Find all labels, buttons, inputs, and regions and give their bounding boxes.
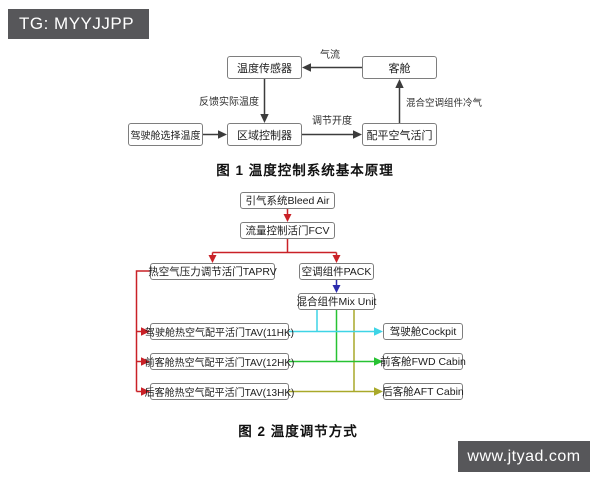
fig2-arrow-into-pack — [332, 255, 341, 263]
fig1-label-adjust-opening: 调节开度 — [312, 116, 352, 127]
fig2-arrow-into-aft-cabin — [374, 387, 383, 396]
fig2-arrow-into-tav13 — [141, 387, 150, 396]
fig2-line-cyan-cockpit — [289, 309, 379, 333]
fig2-arrow-into-fwd-cabin — [374, 357, 383, 366]
fig2-box-aft-cabin: 后客舱AFT Cabin — [382, 383, 464, 400]
fig2-arrow-into-taprv — [208, 255, 217, 263]
fig2-box-tav-11hk: 驾驶舱热空气配平活门TAV(11HK) — [145, 323, 294, 340]
fig2-box-pack: 空调组件PACK — [299, 263, 374, 280]
fig1-caption: 图 1 温度控制系统基本原理 — [216, 163, 394, 178]
fig1-label-mixed-pack-cold-air: 混合空调组件冷气 — [406, 98, 483, 109]
fig1-box-cabin: 客舱 — [362, 56, 437, 79]
fig1-box-trim-air-valve: 配平空气活门 — [362, 123, 437, 146]
watermark-website: www.jtyad.com — [458, 441, 590, 472]
fig2-box-fcv: 流量控制活门FCV — [240, 222, 335, 239]
fig2-line-green-fwd — [289, 309, 379, 363]
watermark-telegram: TG: MYYJJPP — [8, 9, 149, 39]
fig2-box-fwd-cabin: 前客舱FWD Cabin — [380, 353, 466, 370]
fig1-box-zone-controller: 区域控制器 — [227, 123, 302, 146]
fig1-arrow-into-sensor — [302, 63, 311, 72]
fig1-arrow-into-cabin — [395, 79, 404, 88]
fig2-arrow-into-fcv — [283, 214, 292, 222]
fig2-box-taprv: 热空气压力调节活门TAPRV — [148, 263, 277, 280]
fig2-box-tav-13hk: 后客舱热空气配平活门TAV(13HK) — [145, 383, 294, 400]
fig1-box-cockpit-select-temp: 驾驶舱选择温度 — [128, 123, 203, 146]
fig1-label-feedback-actual-temp: 反馈实际温度 — [199, 97, 259, 108]
fig2-arrow-into-cockpit — [374, 327, 383, 336]
fig2-box-bleed-air: 引气系统Bleed Air — [240, 192, 335, 209]
fig2-arrow-into-tav11 — [141, 327, 150, 336]
fig2-caption: 图 2 温度调节方式 — [238, 424, 358, 439]
fig2-box-cockpit: 驾驶舱Cockpit — [383, 323, 463, 340]
fig2-arrow-into-tav12 — [141, 357, 150, 366]
fig2-box-mix-unit: 混合组件Mix Unit — [297, 293, 376, 310]
fig2-arrow-into-mix — [332, 285, 341, 293]
fig2-line-fcv-branch — [211, 238, 338, 259]
fig2-box-tav-12hk: 前客舱热空气配平活门TAV(12HK) — [145, 353, 294, 370]
fig1-box-temp-sensor: 温度传感器 — [227, 56, 302, 79]
fig2-line-olive-aft — [289, 309, 379, 393]
fig1-arrow-into-controller-top — [260, 114, 269, 123]
fig1-label-airflow: 气流 — [320, 50, 340, 61]
fig1-arrow-into-trimvalve — [353, 130, 362, 139]
fig1-arrow-into-controller-left — [218, 130, 227, 139]
